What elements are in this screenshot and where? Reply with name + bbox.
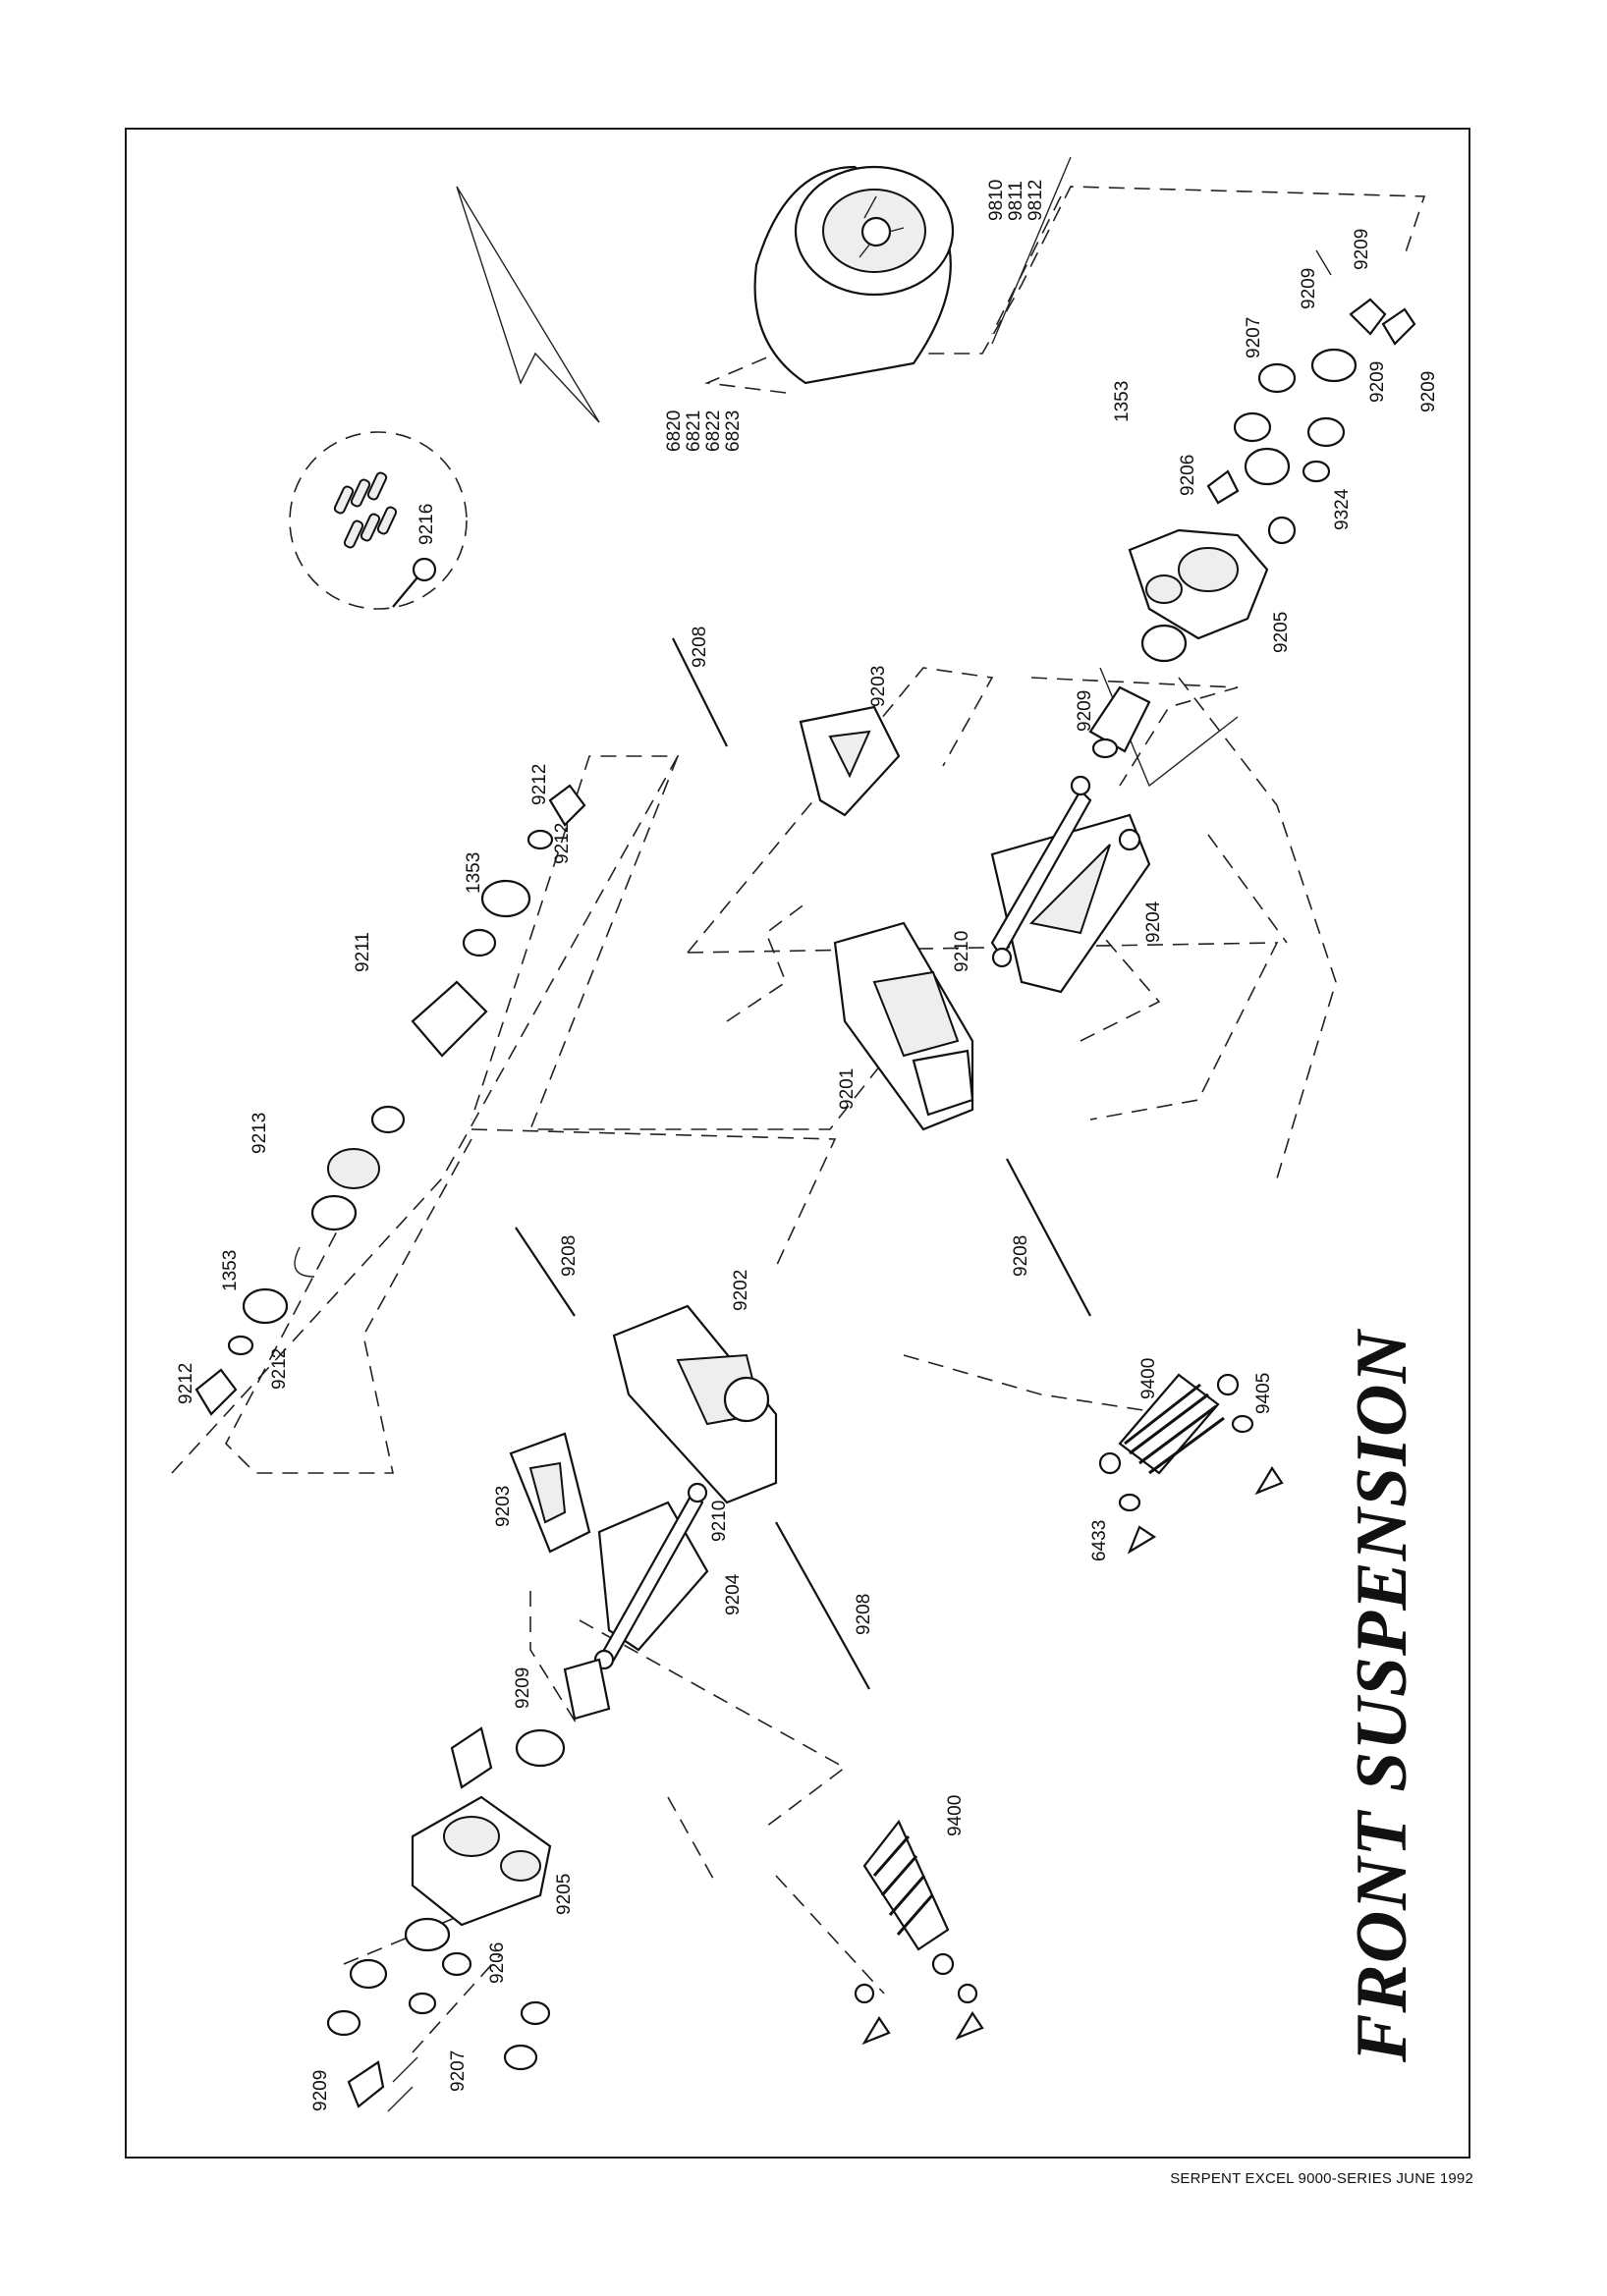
assembly-guide-lines [171,156,1426,2053]
label-9810: 9810 [986,180,1007,221]
label-9212-c: 9212 [176,1363,196,1404]
label-6433: 6433 [1089,1520,1110,1561]
label-6820: 6820 [664,410,685,452]
label-9210-right: 9210 [952,931,972,972]
label-6823: 6823 [723,410,744,452]
label-1353-right: 1353 [1112,381,1133,422]
label-1353-axle-a: 1353 [464,852,484,894]
label-9209-b: 9209 [1352,229,1372,270]
label-9209-c: 9209 [1367,361,1388,403]
left-shock [854,1819,984,2046]
label-9201: 9201 [837,1068,858,1110]
label-9204-right: 9204 [1143,901,1164,943]
label-9209-d: 9209 [1418,371,1439,412]
label-9208-center-a: 9208 [559,1235,580,1277]
label-9212-a: 9212 [529,764,550,805]
label-9208-left: 9208 [854,1594,874,1635]
label-9208-center-b: 9208 [1011,1235,1031,1277]
label-9212-b: 9212 [552,823,573,864]
label-9216: 9216 [416,504,437,545]
label-9324: 9324 [1332,488,1353,530]
label-9204-left: 9204 [723,1573,744,1615]
front-tire [753,165,955,385]
page-title: FRONT SUSPENSION [1342,1330,1422,2062]
right-steering-assembly [1088,249,1416,759]
right-bulkhead [833,921,974,1131]
label-9207-left: 9207 [448,2050,469,2092]
label-9213: 9213 [249,1113,270,1154]
label-9400-right: 9400 [1138,1358,1159,1399]
label-9209-a: 9209 [1299,268,1319,309]
label-9205: 9205 [1271,612,1292,653]
label-9207: 9207 [1244,317,1264,358]
label-9209-left-b: 9209 [310,2070,331,2111]
label-9206: 9206 [1178,455,1198,496]
axle-assembly [194,784,586,1416]
label-6821: 6821 [684,410,704,452]
label-9203-right: 9203 [868,666,889,707]
label-9812: 9812 [1025,180,1046,221]
right-wishbone [990,775,1151,994]
label-9210-left: 9210 [709,1501,730,1542]
left-steering-assembly [326,1658,611,2112]
label-9209-left-a: 9209 [513,1667,533,1709]
label-9212-d: 9212 [269,1348,290,1390]
right-upper-brace [799,705,901,817]
label-9208-top: 9208 [690,627,710,668]
label-9400-left: 9400 [945,1795,966,1836]
center-bulkhead [612,1304,778,1504]
label-9206-left: 9206 [487,1942,508,1984]
footer-caption: SERPENT EXCEL 9000-SERIES JUNE 1992 [1170,2170,1473,2187]
label-9811: 9811 [1006,181,1026,221]
label-9209-e: 9209 [1075,690,1095,732]
label-6822: 6822 [703,410,724,452]
label-1353-axle-b: 1353 [220,1250,241,1291]
diagram-frame [125,128,1470,2159]
right-shock [1098,1373,1284,1555]
part-labels: 6820 6821 6822 6823 9810 9811 9812 9209 … [176,180,1439,2111]
label-9211: 9211 [353,932,373,972]
label-9203-left: 9203 [493,1486,514,1527]
left-wishbone [509,1432,709,1670]
ball-end-detail [289,431,468,610]
hinge-pins [515,637,1091,1690]
label-9405: 9405 [1253,1373,1274,1414]
label-9205-left: 9205 [554,1874,575,1915]
label-9202: 9202 [731,1270,751,1311]
